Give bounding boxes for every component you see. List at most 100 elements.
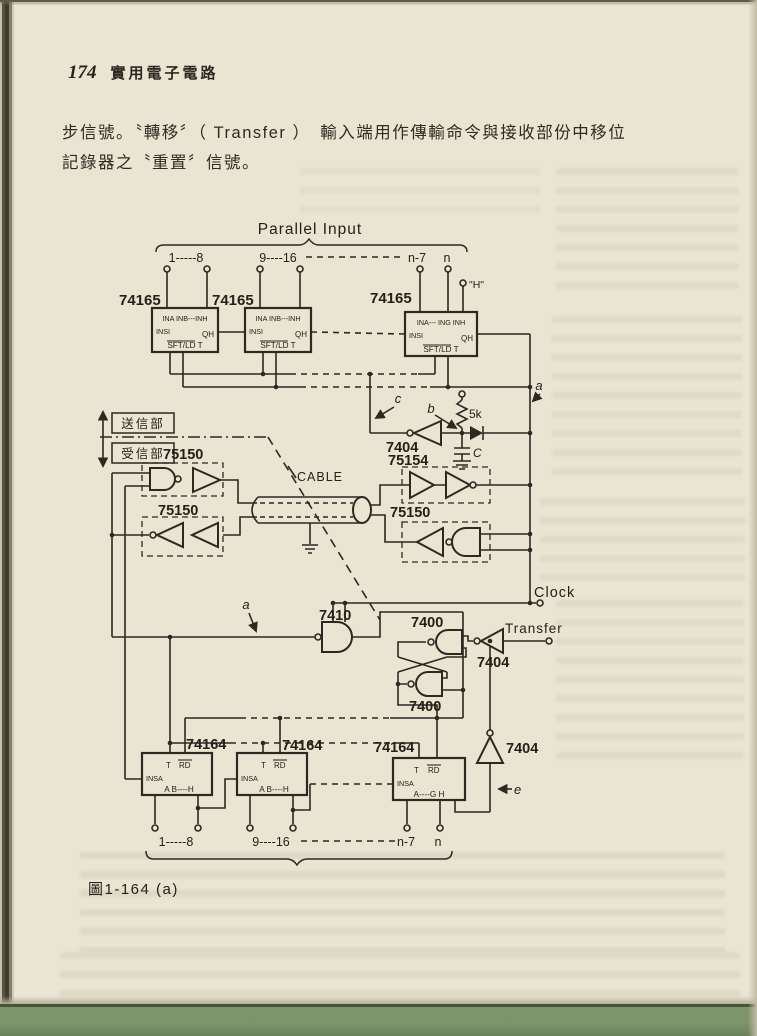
pin-t: T <box>261 761 266 770</box>
pin-qh: QH <box>295 330 307 339</box>
output-terminal <box>289 824 297 832</box>
chip-74165-2: 74165 INA INB---INH INSI QH SFT/LD T <box>212 292 313 354</box>
cable-label: CABLE <box>297 470 343 484</box>
chip-label-74165: 74165 <box>212 292 254 309</box>
parallel-output-footer: 1-----8 9----16 n-7 n <box>145 824 453 867</box>
inverter-gate-icon <box>411 419 442 447</box>
gate-7404-e: 7404 e <box>475 729 538 797</box>
nand-gate-icon <box>149 467 176 491</box>
receiver-75150-left-bottom: 75150 <box>141 503 224 557</box>
send-receive-divider-diagonal <box>267 436 381 621</box>
inverter-bubble-icon <box>486 729 494 737</box>
pin-insi: INSI <box>249 327 263 336</box>
inverter-bubble-icon <box>149 531 157 539</box>
inverter-bubble-icon <box>407 680 415 688</box>
rc-network: 5k b C <box>427 390 484 470</box>
parallel-input-header: Parallel Input 1-----8 9----16 n-7 n "H" <box>155 221 484 291</box>
bottom-pins-n7: n-7 <box>397 835 415 849</box>
net-a-label: a <box>242 597 249 612</box>
chip-label-74165: 74165 <box>119 292 161 309</box>
clock-output: Clock <box>534 585 574 607</box>
buffer-gate-icon <box>414 526 444 558</box>
inverter-gate-icon <box>475 734 505 764</box>
output-terminal <box>151 824 159 832</box>
output-terminal <box>403 824 411 832</box>
send-receive-labels: 送信部 受信部 <box>97 410 175 468</box>
chip-label-74164: 74164 <box>186 737 226 753</box>
inverter-bubble-icon <box>427 638 435 646</box>
pin-t: T <box>414 766 419 775</box>
junction-dots <box>109 371 533 813</box>
page-number: 174 <box>68 62 97 83</box>
pin-insa: INSA <box>146 774 163 783</box>
driver-75150-left-top: 75150 <box>141 447 224 497</box>
pin-row-outputs: A B----H <box>259 785 289 794</box>
ground-icon <box>302 544 318 554</box>
chip-label-7400: 7400 <box>409 699 441 715</box>
chip-label-74165: 74165 <box>370 290 412 307</box>
chip-label-7404: 7404 <box>477 655 509 671</box>
gate-7404-c-inverter: 7404 c <box>374 391 442 456</box>
pin-rd: RD <box>179 761 191 770</box>
pin-t: T <box>166 761 171 770</box>
chip-74164-1: 74164 T RD INSA A B----H <box>140 737 226 797</box>
pin-rd: RD <box>274 761 286 770</box>
pin-row-outputs: A B----H <box>164 785 194 794</box>
cable-body <box>251 496 362 524</box>
input-terminal <box>203 265 211 273</box>
page-bottom-shadow <box>0 996 757 1004</box>
nand-gate-icon <box>321 621 353 653</box>
scan-bottom-green-band <box>0 1004 757 1036</box>
chip-label-7410: 7410 <box>319 608 351 624</box>
chip-74165-3: 74165 INA--- ING INH INSI QH SFT/LD T <box>370 290 479 358</box>
cable: CABLE <box>251 465 372 554</box>
diode-icon <box>470 426 483 440</box>
paragraph-line: 步信號。〝轉移〞（ Transfer ） 輸入端用作傳輸命令與接收部份中移位 <box>62 124 627 142</box>
input-terminal <box>256 265 264 273</box>
receiver-75154: 75154 <box>388 453 491 504</box>
nand-gate-icon <box>451 527 481 557</box>
latch-7400: 7400 7400 <box>407 615 463 715</box>
inverter-bubble-icon <box>473 637 481 645</box>
chip-74164-3: 74164 T RD INSA A----G H <box>374 740 467 802</box>
pin-sftld: SFT/LD T <box>260 341 295 350</box>
chip-label-75150: 75150 <box>163 447 203 463</box>
cable-leader <box>287 465 297 479</box>
top-pins-n: n <box>444 251 451 265</box>
input-bubble-icon <box>314 633 322 641</box>
resistor-icon <box>455 399 469 429</box>
net-a-top: a <box>531 378 543 403</box>
pin-rd: RD <box>428 766 440 775</box>
net-a-leader <box>248 612 258 633</box>
pin-row-inputs: INA INB---INH <box>162 314 207 323</box>
buffer-gate-icon <box>192 466 223 494</box>
chip-label-7404: 7404 <box>386 440 418 456</box>
top-brace <box>155 237 468 253</box>
ground-icon <box>453 460 471 470</box>
body-paragraph: 步信號。〝轉移〞（ Transfer ） 輸入端用作傳輸命令與接收部份中移位 記… <box>62 118 712 178</box>
pin-row-outputs: A----G H <box>414 790 445 799</box>
resistor-label: 5k <box>469 407 483 421</box>
pin-insa: INSA <box>241 774 258 783</box>
pin-insa: INSA <box>397 779 414 788</box>
inverter-bubble-icon <box>406 429 414 437</box>
pin-sftld: SFT/LD T <box>167 341 202 350</box>
bottom-pins-9-16: 9----16 <box>252 835 290 849</box>
page-header: 174 實用電子電路 <box>68 62 219 84</box>
sender-label: 送信部 <box>121 416 165 431</box>
chip-label-75154: 75154 <box>388 453 428 469</box>
bottom-pins-n: n <box>435 835 442 849</box>
figure-caption: 圖1-164 (a) <box>88 881 179 898</box>
nand-gate-icon <box>415 671 443 697</box>
nand-gate-icon <box>435 629 463 655</box>
wires-dashed <box>100 256 430 842</box>
chip-label-7400: 7400 <box>411 615 443 631</box>
input-terminal <box>444 265 452 273</box>
chip-74165-1: 74165 INA INB---INH INSI QH SFT/LD T <box>119 292 220 354</box>
input-terminal <box>416 265 424 273</box>
chip-label-75150: 75150 <box>158 503 198 519</box>
pin-insi: INSI <box>409 331 423 340</box>
book-title: 實用電子電路 <box>110 65 219 82</box>
